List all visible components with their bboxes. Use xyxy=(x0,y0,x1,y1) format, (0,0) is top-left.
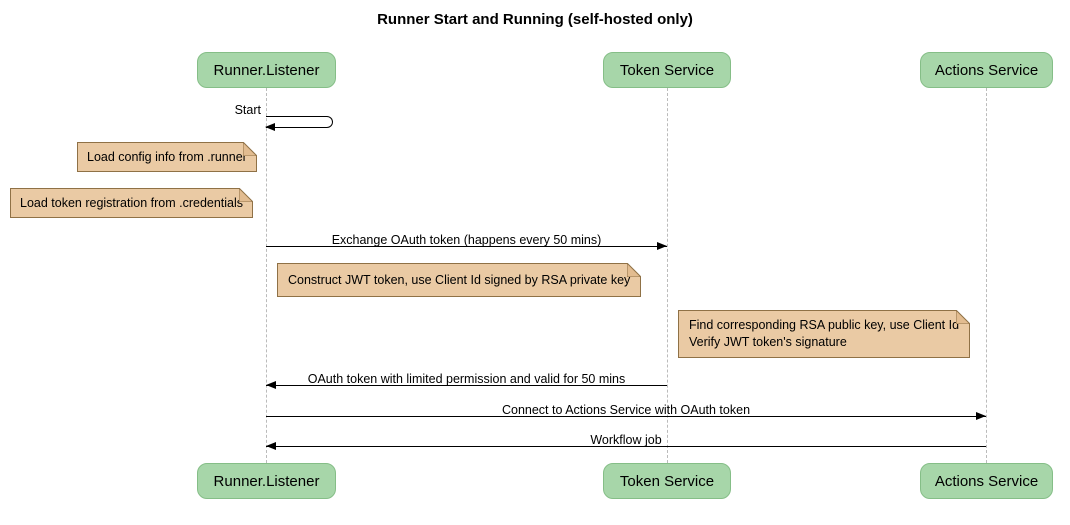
message-workflow-job-label: Workflow job xyxy=(590,433,662,447)
participant-token-service-top: Token Service xyxy=(603,52,731,88)
participant-actions-service-bottom: Actions Service xyxy=(920,463,1053,499)
note-load-token-registration: Load token registration from .credential… xyxy=(10,188,254,218)
participant-token-service-bottom: Token Service xyxy=(603,463,731,499)
self-message-start-label: Start xyxy=(234,103,261,117)
message-exchange-oauth-label: Exchange OAuth token (happens every 50 m… xyxy=(331,233,602,247)
message-workflow-job-arrow xyxy=(266,442,986,450)
message-exchange-oauth-arrow xyxy=(266,242,667,250)
note-text: Load token registration from .credential… xyxy=(20,196,244,210)
diagram-title: Runner Start and Running (self-hosted on… xyxy=(377,11,693,28)
message-oauth-token-label: OAuth token with limited permission and … xyxy=(307,372,626,386)
participant-runner-listener-bottom: Runner.Listener xyxy=(197,463,336,499)
note-fold-icon xyxy=(627,263,642,277)
note-text-line-2: Verify JWT token's signature xyxy=(689,335,847,349)
note-fold-icon xyxy=(242,142,257,156)
note-construct-jwt: Construct JWT token, use Client Id signe… xyxy=(277,263,642,297)
note-text: Construct JWT token, use Client Id signe… xyxy=(288,273,631,287)
note-text: Load config info from .runner xyxy=(87,150,247,164)
lifeline-actions-service xyxy=(986,88,987,463)
self-message-start-arrow xyxy=(265,116,333,131)
lifeline-runner-listener xyxy=(266,88,267,463)
note-load-config: Load config info from .runner xyxy=(77,142,257,172)
note-text-line-1: Find corresponding RSA public key, use C… xyxy=(689,318,960,332)
note-verify-jwt: Find corresponding RSA public key, use C… xyxy=(678,310,971,358)
note-fold-icon xyxy=(239,188,254,202)
lifeline-token-service xyxy=(667,88,668,463)
message-oauth-token-arrow xyxy=(266,381,667,389)
note-fold-icon xyxy=(956,310,971,324)
participant-actions-service-top: Actions Service xyxy=(920,52,1053,88)
participant-runner-listener-top: Runner.Listener xyxy=(197,52,336,88)
message-connect-actions-label: Connect to Actions Service with OAuth to… xyxy=(501,403,751,417)
message-connect-actions-arrow xyxy=(266,412,986,420)
